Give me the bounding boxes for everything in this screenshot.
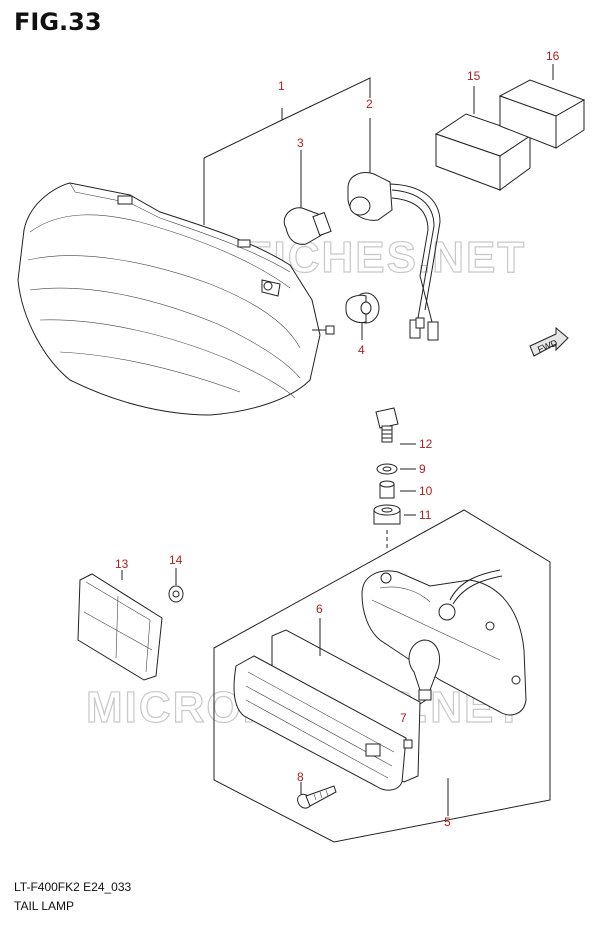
callout-12: 12	[419, 437, 433, 451]
callout-1: 1	[278, 79, 285, 93]
callout-14: 14	[169, 553, 183, 567]
fwd-label: FWD	[536, 337, 559, 354]
nut-part-14	[168, 585, 184, 603]
assembly-box-part-5	[213, 509, 551, 843]
callout-4: 4	[358, 343, 365, 357]
bulb-part-3	[283, 207, 332, 245]
block-part-15	[434, 113, 532, 191]
fwd-arrow: FWD	[529, 326, 569, 357]
callout-13: 13	[115, 557, 129, 571]
callout-7: 7	[400, 711, 407, 725]
tail-lamp-housing	[17, 182, 335, 416]
lens-part-6	[233, 629, 421, 791]
callout-5: 5	[444, 815, 451, 829]
callout-2: 2	[366, 97, 373, 111]
figure-title: FIG.33	[14, 8, 102, 36]
callout-6: 6	[316, 602, 323, 616]
callout-16: 16	[546, 49, 560, 63]
leader-lines-upper	[203, 77, 371, 340]
callout-3: 3	[297, 136, 304, 150]
callout-15: 15	[467, 69, 481, 83]
collar-part-10	[379, 480, 395, 499]
callout-10: 10	[419, 484, 433, 498]
grommet-part-4	[345, 292, 380, 324]
bolt-part-12	[375, 407, 399, 443]
washer-part-9	[376, 463, 398, 475]
screw-part-8	[297, 785, 337, 809]
lamp-holder	[361, 569, 527, 716]
callout-9: 9	[419, 462, 426, 476]
callout-8: 8	[297, 770, 304, 784]
callout-11: 11	[419, 508, 432, 522]
model-code: LT-F400FK2 E24_033	[14, 880, 132, 894]
figure-caption: TAIL LAMP	[14, 899, 75, 913]
grommet-part-11	[373, 504, 401, 525]
bulb-part-7	[408, 639, 440, 701]
block-part-16	[498, 79, 586, 149]
reflector-part-13	[77, 573, 163, 681]
socket-harness-part-2	[347, 172, 441, 341]
